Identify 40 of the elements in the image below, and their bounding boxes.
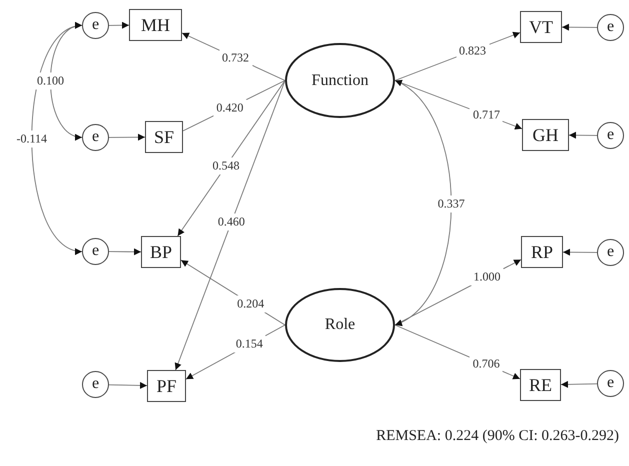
observed-variable-box: GH [522, 119, 569, 151]
arrow [560, 380, 598, 388]
edge-label: 0.420 [213, 99, 246, 116]
arrow [562, 24, 598, 31]
observed-variable-box: MH [129, 9, 182, 41]
arrow [108, 22, 130, 29]
observed-variable-box: RE [520, 369, 561, 401]
observed-variable-box: RP [521, 236, 563, 268]
observed-variable-box: BP [141, 236, 181, 268]
arrow [108, 134, 146, 141]
observed-variable-box: PF [147, 370, 186, 402]
latent-variable-ellipse: Role [285, 288, 395, 362]
error-term-circle: e [82, 124, 109, 151]
edge-label: 0.706 [470, 356, 503, 373]
error-term-circle: e [82, 12, 109, 39]
edge-label: 0.732 [219, 49, 252, 66]
edge-label: 0.823 [456, 42, 489, 60]
edge-label: 0.154 [232, 336, 266, 353]
error-term-circle: e [597, 370, 624, 397]
error-term-circle: e [82, 238, 109, 265]
arrow [108, 382, 148, 389]
arrow [562, 248, 598, 256]
edge-label: 0.204 [234, 295, 268, 312]
error-term-circle: e [597, 14, 624, 41]
arrow [394, 80, 452, 326]
edge-label: 1.000 [470, 268, 504, 286]
observed-variable-box: VT [520, 11, 562, 43]
latent-variable-ellipse: Function [285, 43, 395, 118]
arrow [174, 80, 286, 370]
error-term-circle: e [597, 239, 624, 266]
arrow [31, 24, 82, 254]
edge-label: 0.717 [470, 106, 503, 124]
arrow [177, 80, 286, 236]
observed-variable-box: SF [145, 121, 183, 153]
edge-label: 0.100 [34, 72, 67, 90]
arrow [108, 248, 142, 256]
arrow [568, 132, 598, 139]
error-term-circle: e [82, 371, 109, 398]
error-term-circle: e [597, 122, 624, 149]
fit-index-caption: REMSEA: 0.224 (90% CI: 0.263-0.292) [376, 428, 619, 445]
